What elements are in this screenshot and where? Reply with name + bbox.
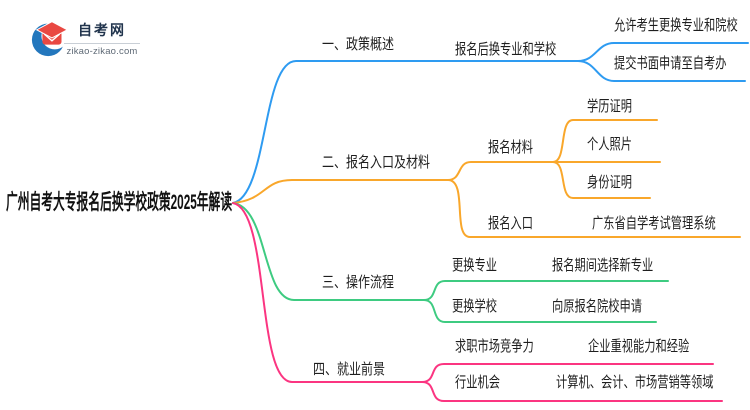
logo-text-block: 自考网 zikao-zikao.com <box>64 20 140 57</box>
branch4-lines <box>232 202 723 402</box>
leaf-submit-written-application: 提交书面申请至自考办 <box>614 55 727 72</box>
branch1-main-line <box>232 60 579 204</box>
leaf-identity-certificate: 身份证明 <box>587 174 633 191</box>
branch4-main-line <box>232 202 423 383</box>
node-registration-materials: 报名材料 <box>488 139 534 156</box>
branch2-leaf3-line <box>552 161 651 199</box>
branch-topic-employment-prospects: 四、就业前景 <box>313 361 386 378</box>
branch2-lines <box>232 119 741 238</box>
branch2-entry-line <box>447 179 741 238</box>
leaf-choose-new-major-during-registration: 报名期间选择新专业 <box>552 257 654 274</box>
branch2-leaf1-line <box>552 119 658 163</box>
branch1-child1-line <box>577 42 749 62</box>
leaf-apply-to-original-college: 向原报名院校申请 <box>552 298 643 315</box>
leaf-allow-change-major-college: 允许考生更换专业和院校 <box>614 17 738 34</box>
branch-topic-operation-process: 三、操作流程 <box>322 274 395 291</box>
node-registration-entry: 报名入口 <box>488 215 534 232</box>
site-logo: 自考网 zikao-zikao.com <box>30 14 142 60</box>
node-industry-opportunities: 行业机会 <box>455 374 501 391</box>
branch3-lines <box>232 202 669 323</box>
branch-topic-policy-overview: 一、政策概述 <box>322 36 395 53</box>
branch4-child2-line <box>421 381 723 402</box>
branch3-child2-line <box>423 299 657 323</box>
branch3-main-line <box>232 202 425 301</box>
branch-topic-registration-entry-materials: 二、报名入口及材料 <box>322 154 431 171</box>
branch4-child1-line <box>421 363 714 383</box>
node-change-school: 更换学校 <box>452 298 498 315</box>
branch1-lines <box>232 42 749 204</box>
leaf-personal-photo: 个人照片 <box>587 136 633 153</box>
leaf-companies-value-ability-experience: 企业重视能力和经验 <box>588 338 690 355</box>
branch2-materials-line <box>447 161 554 181</box>
site-name: 自考网 <box>78 22 126 38</box>
branch3-child1-line <box>423 280 669 301</box>
node-change-major-school-after-registration: 报名后换专业和学校 <box>455 41 557 58</box>
node-job-market-competitiveness: 求职市场竞争力 <box>455 338 534 355</box>
logo-divider <box>64 43 140 44</box>
graduation-cap-logo-icon <box>31 21 69 57</box>
leaf-education-certificate: 学历证明 <box>587 98 633 115</box>
central-topic: 广州自考大专报名后换学校政策2025年解读 <box>6 191 233 214</box>
site-domain: zikao-zikao.com <box>66 46 138 57</box>
node-change-major: 更换专业 <box>452 257 498 274</box>
branch2-main-line <box>232 179 449 204</box>
leaf-computer-accounting-marketing-fields: 计算机、会计、市场营销等领域 <box>556 374 714 391</box>
branch1-child2-line <box>577 60 746 82</box>
leaf-guangdong-selfstudy-exam-system: 广东省自学考试管理系统 <box>592 215 716 232</box>
